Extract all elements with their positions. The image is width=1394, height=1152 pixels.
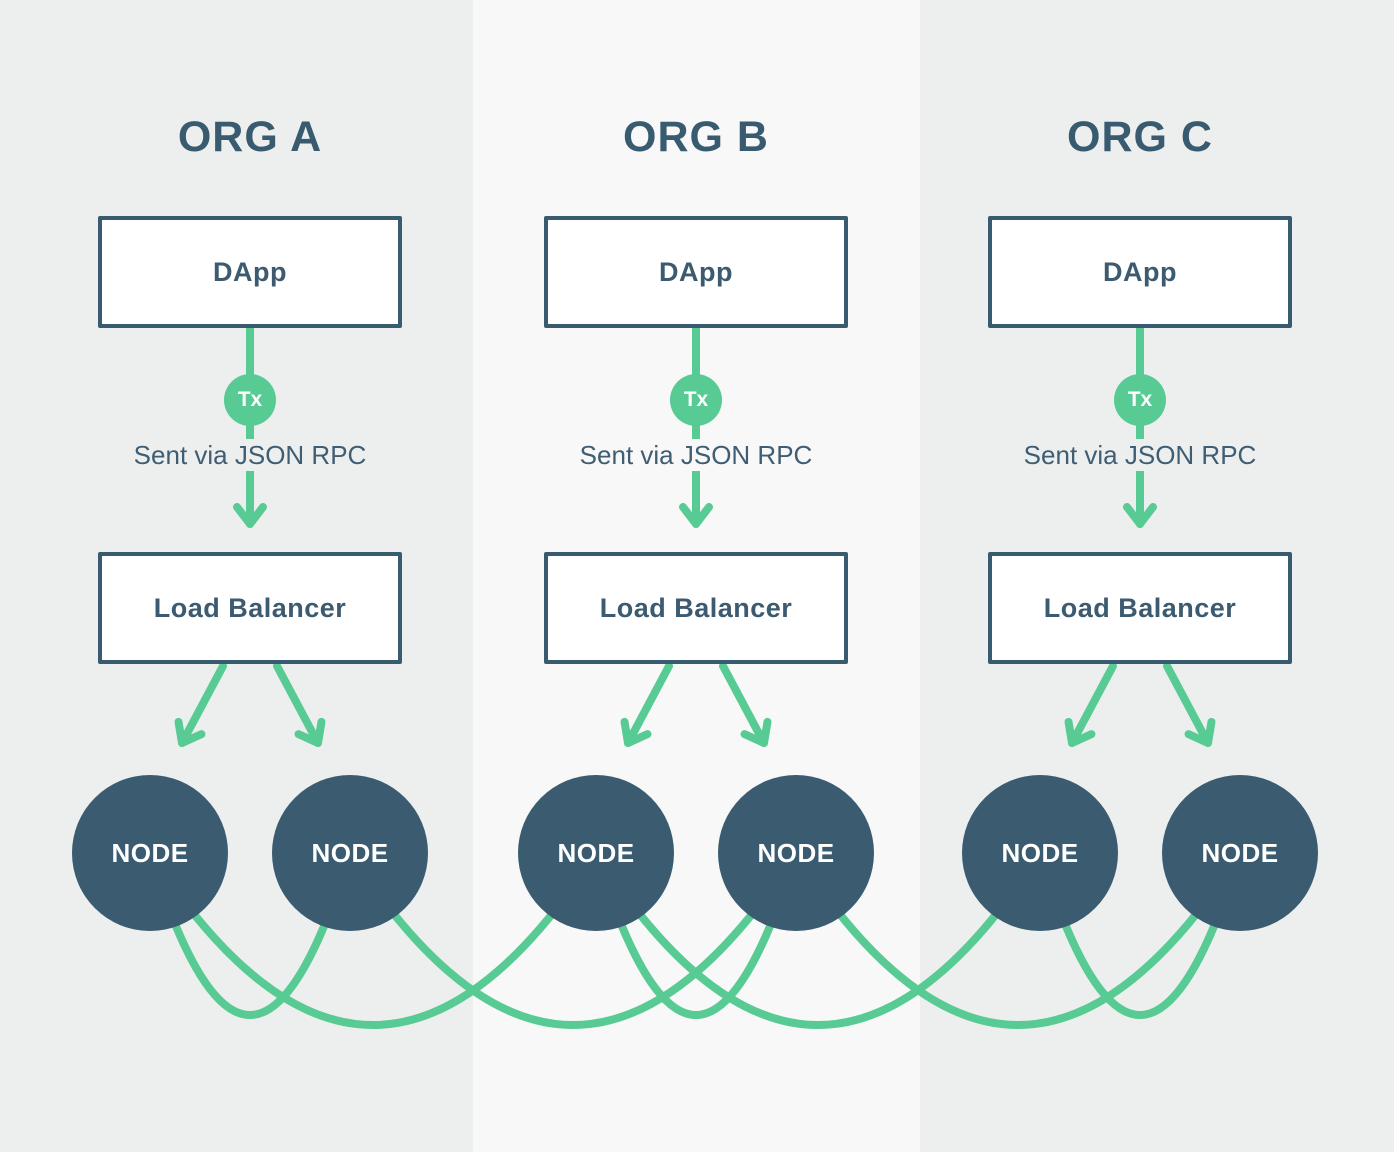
org-b-dapp-label: DApp <box>659 256 733 287</box>
loadbalancer-to-node3-arrow-b <box>620 662 673 747</box>
org-a-load-balancer-box: Load Balancer <box>98 552 402 664</box>
org-b-tx-label: Tx <box>683 388 709 411</box>
org-a-node-2: NODE <box>272 775 428 931</box>
org-a-tx-label: Tx <box>237 388 263 411</box>
org-a-rpc-label: Sent via JSON RPC <box>125 439 375 471</box>
org-a-load-balancer-label: Load Balancer <box>153 592 347 623</box>
loadbalancer-to-node5-arrow-c <box>1064 662 1117 747</box>
loadbalancer-to-node1-arrow-a <box>174 662 227 747</box>
org-b-tx-badge: Tx <box>670 374 722 426</box>
org-c-node-2: NODE <box>1162 775 1318 931</box>
org-c-title: ORG C <box>1067 113 1213 161</box>
org-b-title: ORG B <box>623 113 769 161</box>
org-a-dapp-label: DApp <box>213 256 287 287</box>
org-b-load-balancer-box: Load Balancer <box>544 552 848 664</box>
org-b-load-balancer-label: Load Balancer <box>599 592 793 623</box>
org-b-dapp-box: DApp <box>544 216 848 328</box>
node-label: NODE <box>311 837 389 868</box>
org-c-node-1: NODE <box>962 775 1118 931</box>
org-c-dapp-box: DApp <box>988 216 1292 328</box>
org-b-node-2: NODE <box>718 775 874 931</box>
loadbalancer-to-node2-arrow-a <box>273 662 326 747</box>
mesh-link-node1-node2 <box>146 849 354 1019</box>
org-a-title: ORG A <box>177 113 323 161</box>
node-label: NODE <box>557 837 635 868</box>
loadbalancer-to-node6-arrow-c <box>1163 662 1216 747</box>
org-c-rpc-label: Sent via JSON RPC <box>1015 439 1265 471</box>
mesh-link-node5-node6 <box>1036 849 1244 1019</box>
node-label: NODE <box>757 837 835 868</box>
org-c-dapp-label: DApp <box>1103 256 1177 287</box>
mesh-link-node3-node5 <box>592 849 1044 1029</box>
mesh-link-node1-node3 <box>146 849 600 1029</box>
org-a-tx-badge: Tx <box>224 374 276 426</box>
org-c-load-balancer-label: Load Balancer <box>1043 592 1237 623</box>
node-label: NODE <box>1201 837 1279 868</box>
org-b-rpc-label: Sent via JSON RPC <box>571 439 821 471</box>
node-label: NODE <box>1001 837 1079 868</box>
mesh-link-node3-node4 <box>592 849 800 1019</box>
node-label: NODE <box>111 837 189 868</box>
org-c-load-balancer-box: Load Balancer <box>988 552 1292 664</box>
mesh-link-node4-node6 <box>792 849 1244 1029</box>
org-c-tx-label: Tx <box>1127 388 1153 411</box>
loadbalancer-to-node4-arrow-b <box>719 662 772 747</box>
org-a-node-1: NODE <box>72 775 228 931</box>
org-a-dapp-box: DApp <box>98 216 402 328</box>
mesh-link-node2-node4 <box>346 849 800 1029</box>
org-b-node-1: NODE <box>518 775 674 931</box>
org-c-tx-badge: Tx <box>1114 374 1166 426</box>
